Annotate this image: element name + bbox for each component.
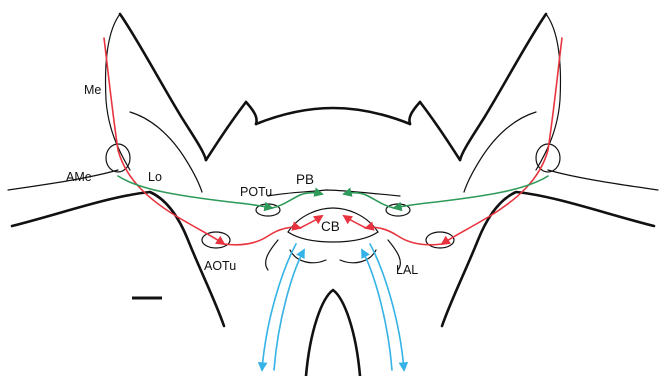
label-pb: PB (296, 172, 314, 187)
red-path-right-inner (344, 216, 366, 228)
brain-outline (8, 14, 658, 376)
blue-path-left-outer (262, 244, 296, 370)
blue-pathway (262, 244, 404, 370)
label-potu: POTu (240, 185, 272, 199)
label-lal: LAL (396, 263, 418, 277)
green-path-left-to-pb (272, 193, 322, 208)
label-aotu: AOTu (204, 259, 236, 273)
red-path-right (442, 38, 562, 244)
red-path-left (104, 38, 224, 244)
blue-path-left-inner (274, 250, 304, 370)
red-path-right-lal-to-cb (366, 227, 442, 244)
label-me: Me (84, 83, 101, 97)
label-cb: CB (321, 219, 340, 234)
label-lo: Lo (148, 170, 162, 184)
green-pathway (118, 176, 548, 208)
label-ame: AMe (66, 170, 92, 184)
red-path-left-aotu-to-cb (224, 227, 300, 244)
blue-path-right-inner (362, 250, 392, 370)
red-path-left-inner (300, 216, 322, 228)
